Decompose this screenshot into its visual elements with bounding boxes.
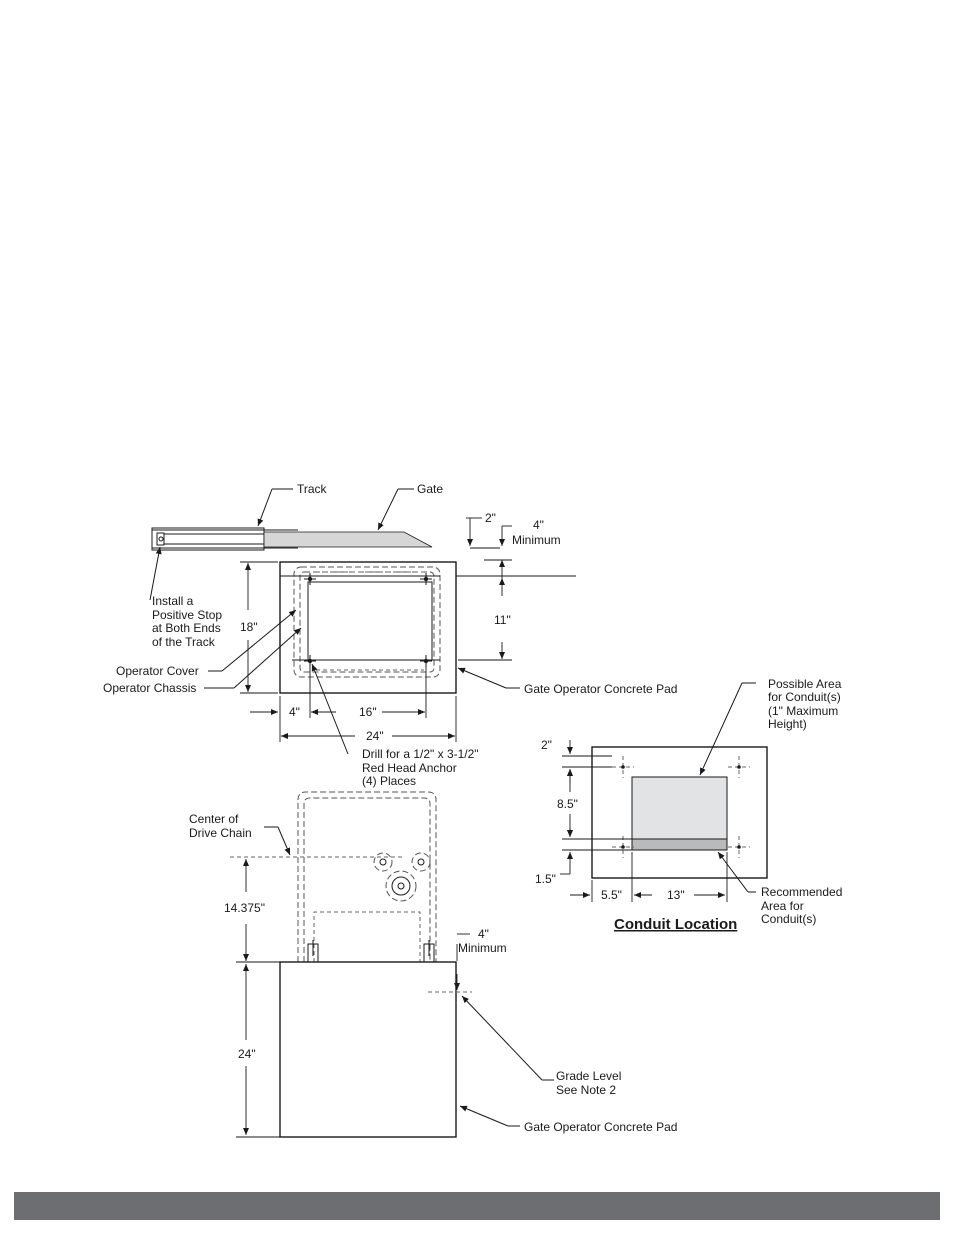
center-drive-chain-label: Center of Drive Chain — [189, 812, 252, 840]
pad-bottom-label: Gate Operator Concrete Pad — [524, 1120, 677, 1134]
conduit-location: 2" 8.5" 1.5" 5.5" 13" Possible Area for … — [535, 677, 846, 933]
operator-cover-outline — [293, 566, 441, 678]
dim-24in-height: 24" — [238, 1047, 256, 1061]
conduit-dim-2in: 2" — [541, 738, 552, 752]
operator-side-outline — [297, 791, 437, 962]
possible-area-label: Possible Area for Conduit(s) (1" Maximum… — [768, 677, 845, 731]
dim-4in-bottom: 4" — [478, 927, 489, 941]
positive-stop-label: Install a Positive Stop at Both Ends of … — [152, 594, 225, 649]
operator-chassis-label: Operator Chassis — [103, 681, 196, 695]
minimum-bottom-label: Minimum — [458, 941, 507, 955]
dim-4in-left: 4" — [289, 705, 300, 719]
anchor-holes — [304, 573, 432, 667]
conduit-crosshairs — [612, 756, 750, 858]
top-view: Track Gate Install a Positive Stop at Bo… — [103, 482, 677, 788]
dim-4in-top: 4" — [533, 518, 544, 532]
operator-cover-label: Operator Cover — [116, 664, 199, 678]
dim-2in-top: 2" — [485, 511, 496, 525]
drill-label: Drill for a 1/2" x 3-1/2" Red Head Ancho… — [362, 747, 482, 788]
grade-level-label: Grade Level See Note 2 — [556, 1069, 625, 1097]
concrete-pad-side — [279, 961, 457, 1138]
track — [151, 527, 298, 551]
side-view: Center of Drive Chain 14.375" 24" 4" Min… — [189, 791, 677, 1138]
pad-top-label: Gate Operator Concrete Pad — [524, 682, 677, 696]
conduit-pad-outline — [591, 746, 768, 879]
dim-14375: 14.375" — [224, 901, 265, 915]
conduit-dim-15in: 1.5" — [535, 872, 556, 886]
recommended-area-label: Recommended Area for Conduit(s) — [761, 885, 846, 926]
concrete-pad-top — [279, 561, 457, 694]
track-label: Track — [297, 482, 328, 496]
conduit-location-title: Conduit Location — [614, 916, 737, 933]
dim-24in-width: 24" — [366, 729, 384, 743]
dim-18in: 18" — [240, 620, 258, 634]
dim-16in: 16" — [359, 705, 377, 719]
gate — [263, 531, 433, 548]
operator-chassis-outline — [299, 571, 435, 673]
recommended-conduit-area — [631, 838, 728, 851]
possible-conduit-area — [631, 776, 728, 840]
minimum-top-label: Minimum — [512, 533, 561, 547]
drive-sprockets — [373, 852, 431, 902]
conduit-dim-85in: 8.5" — [557, 797, 578, 811]
conduit-dim-13in: 13" — [667, 888, 685, 902]
dim-11in: 11" — [494, 613, 511, 627]
conduit-dim-55in: 5.5" — [601, 888, 622, 902]
footer-bar — [14, 1192, 940, 1220]
gate-label: Gate — [417, 482, 443, 496]
